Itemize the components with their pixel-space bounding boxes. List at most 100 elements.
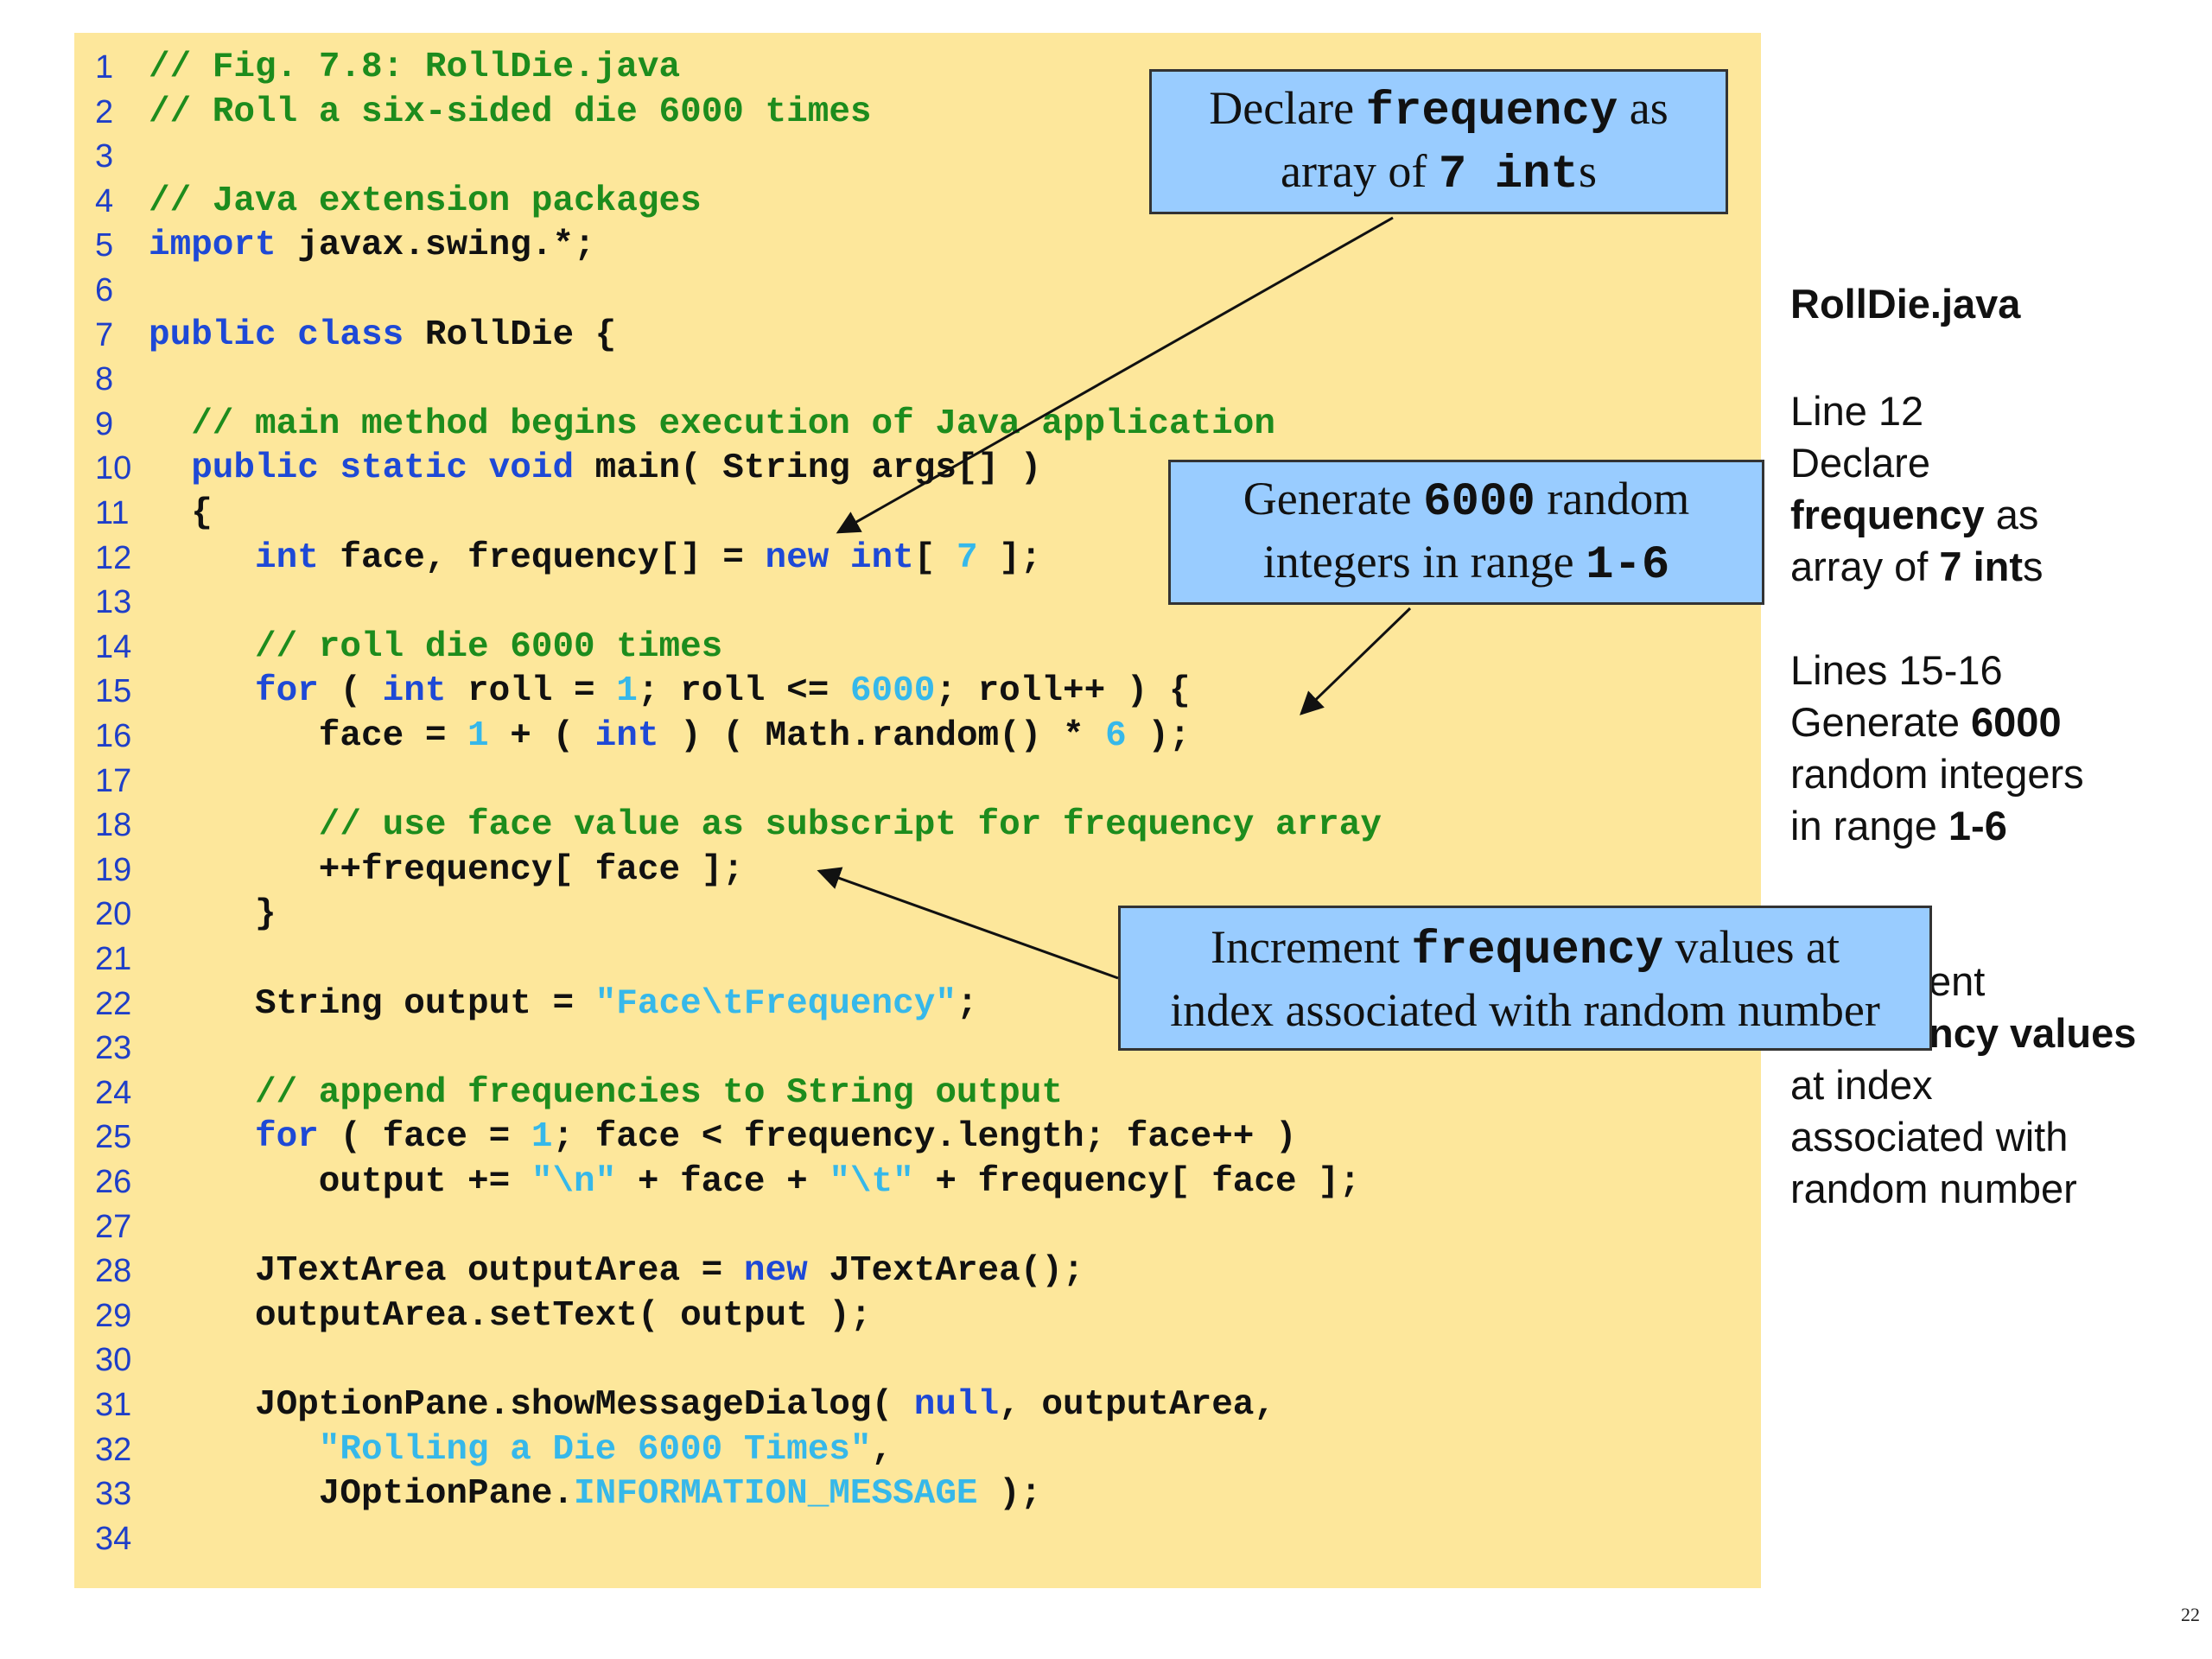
code-token: ); — [977, 1474, 1042, 1515]
callout-increment-frequency: Increment frequency values at index asso… — [1118, 906, 1932, 1051]
code-text: { — [191, 491, 213, 536]
code-text: for ( int roll = 1; roll <= 6000; roll++… — [255, 669, 1191, 714]
code-text: // Java extension packages — [149, 179, 702, 224]
code-token: for — [255, 1117, 319, 1158]
code-text: // append frequencies to String output — [255, 1071, 1063, 1116]
callout-text: as — [1618, 82, 1669, 134]
note-text: Generate — [1790, 699, 1972, 745]
line-number: 19 — [95, 851, 132, 888]
code-token: + face + — [616, 1162, 830, 1202]
line-number: 10 — [95, 450, 132, 487]
code-token: , outputArea, — [999, 1385, 1276, 1425]
sidebar-note-line12: Line 12 Declare frequency as array of 7 … — [1790, 385, 2044, 593]
code-text: // Fig. 7.8: RollDie.java — [149, 45, 680, 90]
code-token: // main method begins execution of Java … — [191, 404, 1275, 444]
code-token: output += — [318, 1162, 531, 1202]
code-text: outputArea.setText( output ); — [255, 1294, 872, 1338]
note-text: associated with — [1790, 1114, 2069, 1160]
code-token: , — [871, 1429, 893, 1470]
line-number: 8 — [95, 361, 114, 398]
callout-text: s — [1578, 145, 1597, 197]
code-token: public static void — [191, 448, 575, 489]
code-token: ( face = — [318, 1117, 531, 1158]
code-token: ; roll <= — [637, 671, 850, 712]
page-number: 22 — [2181, 1604, 2200, 1625]
line-number: 23 — [95, 1030, 132, 1067]
code-token: RollDie { — [404, 315, 617, 355]
code-token: // Java extension packages — [149, 181, 702, 221]
note-bold: frequency — [1790, 492, 1985, 537]
note-text: Declare — [1790, 440, 1930, 486]
line-number: 31 — [95, 1387, 132, 1423]
code-token: ++frequency[ face ]; — [318, 849, 744, 890]
code-text: "Rolling a Die 6000 Times", — [319, 1427, 893, 1472]
code-text: // roll die 6000 times — [255, 625, 722, 670]
note-text: array of — [1790, 543, 1940, 589]
code-text: ++frequency[ face ]; — [319, 848, 744, 893]
line-number: 14 — [95, 628, 132, 665]
code-text: public static void main( String args[] ) — [191, 446, 1041, 491]
code-token: 7 — [956, 537, 978, 578]
line-number: 2 — [95, 93, 114, 130]
line-number: 12 — [95, 539, 132, 576]
callout-text: Declare — [1209, 82, 1366, 134]
line-number: 33 — [95, 1476, 132, 1513]
code-token: 1 — [616, 671, 638, 712]
code-token: javax.swing.*; — [276, 226, 595, 266]
callout-code: frequency — [1411, 924, 1664, 977]
note-text: ent — [1929, 958, 1986, 1004]
line-number: 26 — [95, 1164, 132, 1200]
code-token: outputArea.setText( output ); — [255, 1295, 872, 1336]
code-token: { — [191, 493, 213, 533]
code-token: String output = — [255, 983, 595, 1024]
code-token: import — [149, 226, 276, 266]
code-text: output += "\n" + face + "\t" + frequency… — [319, 1160, 1361, 1205]
note-bold: 6000 — [1971, 699, 2062, 745]
code-token: // roll die 6000 times — [255, 626, 723, 667]
line-number: 11 — [95, 495, 130, 531]
arrow-to-line19 — [817, 867, 1119, 980]
sidebar-title: RollDie.java — [1790, 281, 2021, 327]
line-number: 21 — [95, 941, 132, 977]
code-token: face, frequency[] = — [318, 537, 766, 578]
sidebar-note-lines15-16: Lines 15-16 Generate 6000 random integer… — [1790, 645, 2084, 852]
callout-code: 6000 — [1423, 476, 1535, 529]
code-text: for ( face = 1; face < frequency.length;… — [255, 1115, 1297, 1160]
code-token: + frequency[ face ]; — [913, 1162, 1361, 1202]
callout-text: array of — [1281, 145, 1439, 197]
callout-generate-random: Generate 6000 random integers in range 1… — [1168, 460, 1764, 605]
line-number: 16 — [95, 718, 132, 754]
line-number: 32 — [95, 1431, 132, 1468]
code-token: ); — [1126, 716, 1191, 756]
line-number: 18 — [95, 807, 132, 844]
line-number: 4 — [95, 182, 114, 219]
code-token: main( String args[] ) — [574, 448, 1042, 489]
code-text: int face, frequency[] = new int[ 7 ]; — [255, 536, 1041, 581]
code-token: "Rolling a Die 6000 Times" — [318, 1429, 872, 1470]
callout-text: values at — [1663, 920, 1840, 973]
code-token: INFORMATION_MESSAGE — [574, 1474, 978, 1515]
line-number: 25 — [95, 1119, 132, 1156]
callout-text: random — [1535, 473, 1690, 524]
note-label: Line 12 — [1790, 388, 1924, 434]
code-token: ( — [318, 671, 383, 712]
line-number: 24 — [95, 1074, 132, 1111]
code-token: "\n" — [531, 1162, 617, 1202]
code-token: [ — [913, 537, 957, 578]
code-text: // Roll a six-sided die 6000 times — [149, 90, 872, 135]
line-number: 30 — [95, 1342, 132, 1379]
note-text: as — [1984, 492, 2039, 537]
code-token: JOptionPane.showMessageDialog( — [255, 1385, 914, 1425]
note-label: Lines 15-16 — [1790, 647, 2003, 693]
code-token: // Fig. 7.8: RollDie.java — [149, 48, 681, 87]
code-token: int — [255, 537, 319, 578]
sidebar-note-line19: ent ncy values at index associated with … — [1790, 956, 2136, 1215]
callout-code: frequency — [1365, 86, 1618, 138]
line-number: 6 — [95, 272, 114, 308]
line-number: 17 — [95, 762, 132, 799]
line-number: 20 — [95, 896, 132, 933]
callout-text: index associated with random number — [1170, 983, 1880, 1036]
line-number: 34 — [95, 1520, 132, 1557]
code-text: JOptionPane.showMessageDialog( null, out… — [255, 1382, 1275, 1427]
